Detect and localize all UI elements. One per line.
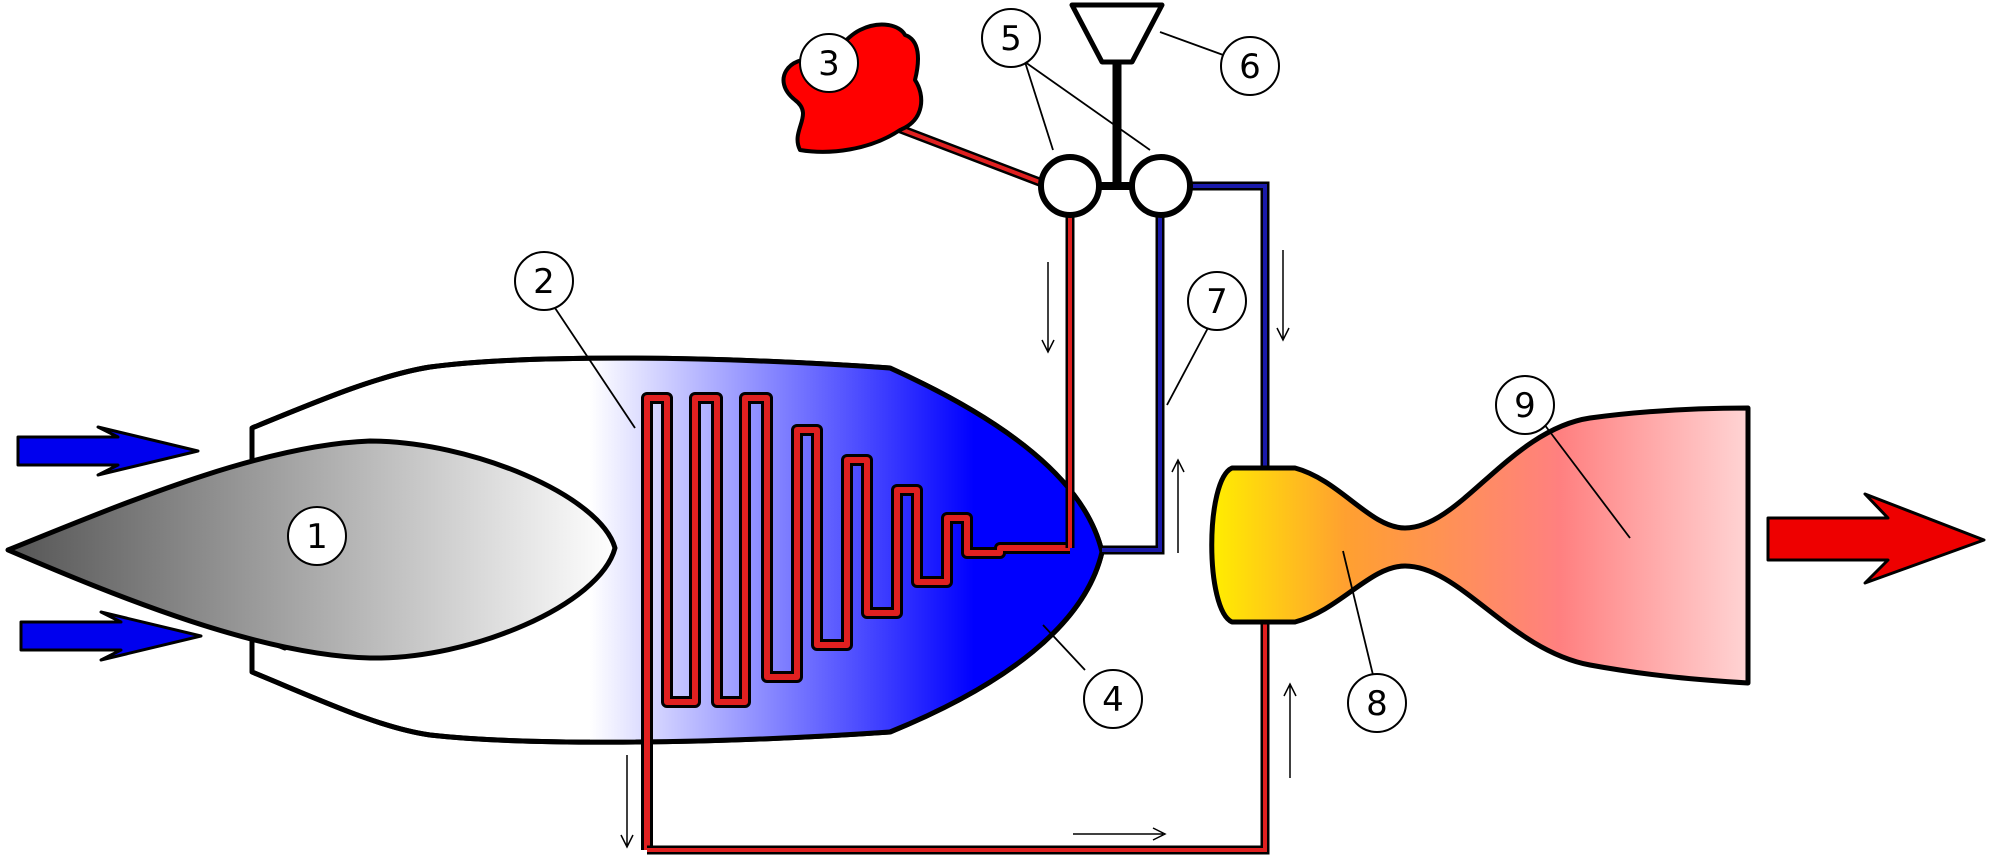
callout-label: 7 (1206, 282, 1228, 322)
callout-pumps: 5 (981, 8, 1041, 68)
hydrogen-tank (781, 22, 924, 154)
callout-heat-exchanger: 4 (1083, 669, 1143, 729)
leader-pump-hot (1024, 61, 1054, 151)
leader-heat-exchanger (1042, 624, 1086, 671)
nacelle-top-line (251, 355, 891, 431)
callout-label: 2 (533, 262, 555, 302)
flow-arrow-up-cold (1171, 458, 1185, 553)
callout-inlet-cone: 1 (287, 506, 347, 566)
callout-label: 6 (1239, 47, 1261, 87)
callout-circle (981, 8, 1041, 68)
inflow-arrow-lower (19, 610, 203, 662)
precooler-tube-fill (644, 395, 1070, 850)
callout-circle (1495, 375, 1555, 435)
callout-precooler: 2 (514, 251, 574, 311)
tank-line-fill (889, 123, 1051, 188)
flow-arrows (620, 250, 1297, 849)
callout-circle (287, 506, 347, 566)
leader-lines (552, 31, 1631, 676)
hot-return-line-fill (647, 623, 1267, 852)
callout-circle (1187, 271, 1247, 331)
flow-arrow-down-hot (1041, 262, 1055, 354)
callout-label: 9 (1514, 386, 1536, 426)
callout-label: 3 (818, 44, 840, 84)
callout-label: 1 (306, 517, 328, 557)
outflow-arrow (1766, 492, 1986, 585)
callout-circle (799, 33, 859, 93)
flow-arrow-down-bottom (620, 755, 634, 849)
flow-arrow-up-hot (1283, 682, 1297, 778)
leader-cold-line (1166, 325, 1210, 406)
pump-cold (1129, 154, 1193, 218)
callout-hydrogen-tank: 3 (799, 33, 859, 93)
callout-turbine: 6 (1220, 36, 1280, 96)
flow-arrow-down-cold (1276, 250, 1290, 342)
nacelle-bottom-line (251, 669, 891, 745)
callout-label: 5 (1000, 19, 1022, 59)
cold-line-fill (1102, 184, 1267, 552)
leader-nozzle (1540, 419, 1631, 539)
flow-arrow-right-bottom (1073, 827, 1167, 841)
callout-circle (1083, 669, 1143, 729)
pump-hot (1038, 154, 1102, 218)
callout-combustion-chamber: 8 (1347, 673, 1407, 733)
leader-turbine (1159, 31, 1227, 57)
leader-precooler (552, 304, 636, 429)
callout-label: 4 (1102, 680, 1124, 720)
callout-cold-line: 7 (1187, 271, 1247, 331)
callout-circle (514, 251, 574, 311)
turbine (1069, 2, 1165, 65)
nozzle (1209, 405, 1751, 686)
callout-label: 8 (1366, 684, 1388, 724)
leader-chamber (1342, 550, 1374, 676)
inflow-arrow-upper (16, 425, 200, 477)
callout-nozzle: 9 (1495, 375, 1555, 435)
callout-circle (1347, 673, 1407, 733)
leader-pump-cold (1024, 61, 1151, 151)
callout-circle (1220, 36, 1280, 96)
